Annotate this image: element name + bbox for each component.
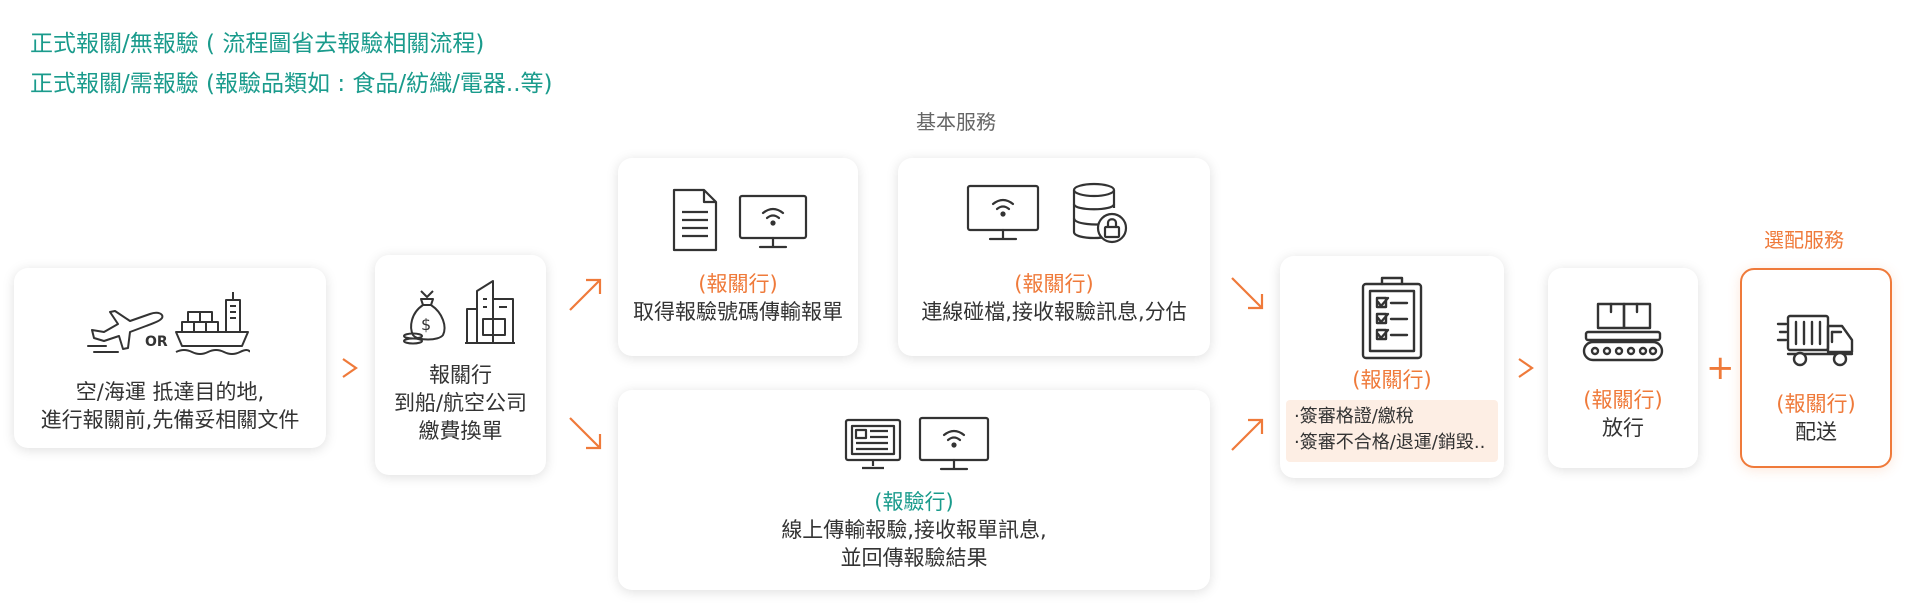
svg-text:$: $ (421, 315, 431, 334)
money-bag-icon: $ (403, 290, 446, 345)
step-payment-card: $ 報關行 到船/航空公司 繳費換單 (375, 255, 546, 475)
document-icon (672, 188, 718, 252)
arrow-up-right-icon (569, 278, 602, 311)
arrow-right-icon (1518, 358, 1534, 378)
delivery-agent: (報關行) (1776, 392, 1856, 416)
clipboard-checklist-icon (1361, 276, 1423, 360)
step-delivery-card: (報關行) 配送 (1740, 268, 1892, 468)
wifi-monitor-icon (966, 184, 1040, 241)
or-label: OR (145, 334, 168, 350)
release-text: 放行 (1602, 416, 1644, 440)
release-agent: (報關行) (1583, 388, 1663, 412)
inspection-agent: (報驗行) (874, 490, 954, 514)
review-checklist: ·簽審格證/繳稅 ·簽審不合格/退運/銷毀.. (1286, 400, 1498, 462)
legend-with-inspection: 正式報關/需報驗 (報驗品類如 : 食品/紡織/電器..等) (30, 71, 553, 97)
step-arrival-card: OR 空/海運 抵達目的地, 進行報關前,先備妥相關文件 (14, 268, 326, 448)
wifi-monitor-icon (918, 416, 990, 471)
plus-icon: + (1706, 348, 1735, 388)
cargo-ship-icon (175, 292, 250, 355)
online-check-agent: (報關行) (1014, 272, 1094, 296)
web-monitor-icon (844, 418, 902, 470)
step-get-number-card: (報關行) 取得報驗號碼傳輸報單 (618, 158, 858, 356)
payment-text-line1: 報關行 (429, 363, 492, 387)
arrow-right-icon (342, 358, 358, 378)
arrow-down-right-icon (1231, 277, 1264, 310)
database-lock-icon (1072, 182, 1128, 244)
building-icon (465, 280, 515, 344)
get-number-text: 取得報驗號碼傳輸報單 (633, 300, 843, 324)
step-release-card: (報關行) 放行 (1548, 268, 1698, 468)
get-number-agent: (報關行) (698, 272, 778, 296)
arrow-up-right-icon (1231, 418, 1264, 451)
online-check-text: 連線碰檔,接收報驗訊息,分估 (921, 300, 1187, 324)
arrival-text-line1: 空/海運 抵達目的地, (75, 380, 265, 404)
arrow-down-right-icon (569, 417, 602, 450)
conveyor-box-icon (1582, 302, 1664, 362)
delivery-text: 配送 (1795, 420, 1837, 444)
step-inspection-card: (報驗行) 線上傳輸報驗,接收報單訊息, 並回傳報驗結果 (618, 390, 1210, 590)
review-agent: (報關行) (1352, 368, 1432, 392)
legend-no-inspection: 正式報關/無報驗 ( 流程圖省去報驗相關流程) (30, 31, 485, 57)
step-online-check-card: (報關行) 連線碰檔,接收報驗訊息,分估 (898, 158, 1210, 356)
review-item: ·簽審不合格/退運/銷毀.. (1294, 432, 1486, 453)
step-review-card: (報關行) ·簽審格證/繳稅 ·簽審不合格/退運/銷毀.. (1280, 256, 1504, 478)
review-item: ·簽審格證/繳稅 (1294, 406, 1414, 427)
arrival-text-line2: 進行報關前,先備妥相關文件 (40, 408, 300, 432)
delivery-truck-icon (1776, 314, 1854, 367)
wifi-monitor-icon (738, 194, 808, 249)
payment-text-line2: 到船/航空公司 (393, 391, 528, 415)
payment-text-line3: 繳費換單 (418, 419, 503, 443)
optional-service-label: 選配服務 (1764, 228, 1844, 252)
inspection-text-line2: 並回傳報驗結果 (840, 546, 988, 570)
inspection-text-line1: 線上傳輸報驗,接收報單訊息, (781, 518, 1047, 542)
airplane-icon (87, 310, 164, 353)
basic-service-label: 基本服務 (916, 110, 996, 134)
